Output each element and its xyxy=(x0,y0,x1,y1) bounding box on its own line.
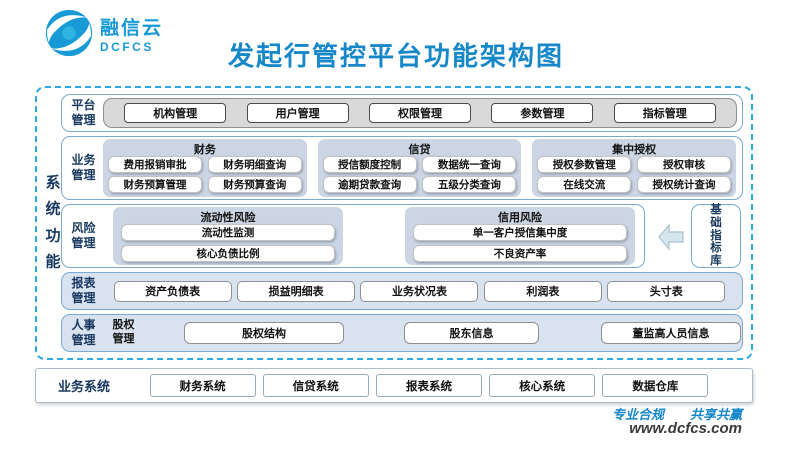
business-systems-label: 业务系统 xyxy=(58,379,111,394)
business-groups: 财务 费用报销审批 财务明细查询 财务预算管理 财务预算查询 信贷 授信额度控制… xyxy=(103,139,737,197)
node-online-communication: 在线交流 xyxy=(537,176,632,193)
node-indicator-management: 指标管理 xyxy=(613,103,716,123)
node-auth-review: 授权审核 xyxy=(637,156,732,173)
node-position-report: 头寸表 xyxy=(607,280,726,302)
system-function-panel: 系统功能 平台管理 机构管理 用户管理 权限管理 参数管理 指标管理 业务管理 … xyxy=(35,86,753,360)
node-parameter-management: 参数管理 xyxy=(491,103,594,123)
group-liquidity-risk: 流动性风险 流动性监测 核心负债比例 xyxy=(113,207,343,265)
platform-button-bar: 机构管理 用户管理 权限管理 参数管理 指标管理 xyxy=(103,98,737,128)
system-function-label: 系统功能 xyxy=(45,174,61,271)
row-hr-management: 人事管理 股权管理 股权结构 股东信息 董监高人员信息 xyxy=(61,314,743,352)
left-arrow-icon xyxy=(658,223,684,251)
company-slogan: 专业合规 共享共赢 xyxy=(611,407,742,422)
node-shareholder-info: 股东信息 xyxy=(404,322,539,344)
node-budget-query: 财务预算查询 xyxy=(207,176,302,193)
logo-text-cn: 融信云 xyxy=(100,17,164,39)
node-business-status-report: 业务状况表 xyxy=(360,280,479,302)
node-credit-limit-control: 授信额度控制 xyxy=(322,156,417,173)
row-label-business: 业务管理 xyxy=(71,153,96,182)
row-label-hr: 人事管理 xyxy=(71,318,96,347)
group-central-authorization: 集中授权 授权参数管理 授权审核 在线交流 授权统计查询 xyxy=(532,139,737,197)
node-npl-ratio: 不良资产率 xyxy=(413,245,627,262)
basic-indicator-library-label: 基础指标库 xyxy=(710,204,722,267)
row-business-management: 业务管理 财务 费用报销审批 财务明细查询 财务预算管理 财务预算查询 信贷 授… xyxy=(61,136,743,200)
node-core-system: 核心系统 xyxy=(489,374,596,397)
group-credit-risk: 信用风险 单一客户授信集中度 不良资产率 xyxy=(405,207,635,265)
group-title-liquidity-risk: 流动性风险 xyxy=(200,212,256,224)
basic-indicator-library-box: 基础指标库 xyxy=(691,204,741,268)
node-equity-structure: 股权结构 xyxy=(184,322,344,344)
group-title-central-authorization: 集中授权 xyxy=(612,144,657,156)
node-single-customer-concentration: 单一客户授信集中度 xyxy=(413,224,627,241)
row-label-risk: 风险管理 xyxy=(71,221,96,250)
company-website: www.dcfcs.com xyxy=(629,420,742,437)
row-risk-management: 风险管理 流动性风险 流动性监测 核心负债比例 信用风险 单一客户授信集中度 不… xyxy=(61,204,645,268)
row-label-report: 报表管理 xyxy=(71,276,96,305)
row-report-management: 报表管理 资产负债表 损益明细表 业务状况表 利润表 头寸表 xyxy=(61,272,743,310)
node-expense-approval: 费用报销审批 xyxy=(108,156,202,173)
node-auth-parameter-management: 授权参数管理 xyxy=(537,156,632,173)
node-auth-statistics-query: 授权统计查询 xyxy=(637,176,732,193)
node-permission-management: 权限管理 xyxy=(368,103,471,123)
node-balance-sheet: 资产负债表 xyxy=(113,280,232,302)
group-title-finance: 财务 xyxy=(193,144,216,156)
node-directors-supervisors-info: 董监高人员信息 xyxy=(601,322,741,344)
group-credit: 信贷 授信额度控制 数据统一查询 逾期贷款查询 五级分类查询 xyxy=(317,139,522,197)
node-finance-detail-query: 财务明细查询 xyxy=(207,156,302,173)
business-systems-bar: 业务系统 财务系统 信贷系统 报表系统 核心系统 数据仓库 xyxy=(35,368,753,403)
node-core-liability-ratio: 核心负债比例 xyxy=(121,245,335,262)
equity-management-label: 股权管理 xyxy=(112,319,135,345)
node-data-warehouse: 数据仓库 xyxy=(602,374,709,397)
node-five-level-query: 五级分类查询 xyxy=(422,176,517,193)
node-finance-system: 财务系统 xyxy=(149,374,256,397)
node-report-system: 报表系统 xyxy=(375,374,482,397)
node-overdue-loan-query: 逾期贷款查询 xyxy=(322,176,417,193)
node-profit-report: 利润表 xyxy=(483,280,602,302)
row-platform-management: 平台管理 机构管理 用户管理 权限管理 参数管理 指标管理 xyxy=(61,94,743,132)
node-credit-system: 信贷系统 xyxy=(262,374,369,397)
group-finance: 财务 费用报销审批 财务明细查询 财务预算管理 财务预算查询 xyxy=(103,139,307,197)
node-user-management: 用户管理 xyxy=(246,103,349,123)
node-org-management: 机构管理 xyxy=(124,103,227,123)
node-profit-loss-detail: 损益明细表 xyxy=(237,280,356,302)
logo-swirl-icon xyxy=(45,9,93,57)
node-liquidity-monitoring: 流动性监测 xyxy=(121,224,335,241)
group-title-credit: 信贷 xyxy=(408,144,431,156)
node-budget-management: 财务预算管理 xyxy=(108,176,202,193)
company-logo: 融信云 DCFCS xyxy=(44,8,163,58)
row-label-platform: 平台管理 xyxy=(71,98,96,127)
group-title-credit-risk: 信用风险 xyxy=(498,212,542,224)
page-title: 发起行管控平台功能架构图 xyxy=(228,41,565,71)
logo-text-en: DCFCS xyxy=(100,39,154,54)
node-data-unified-query: 数据统一查询 xyxy=(422,156,517,173)
